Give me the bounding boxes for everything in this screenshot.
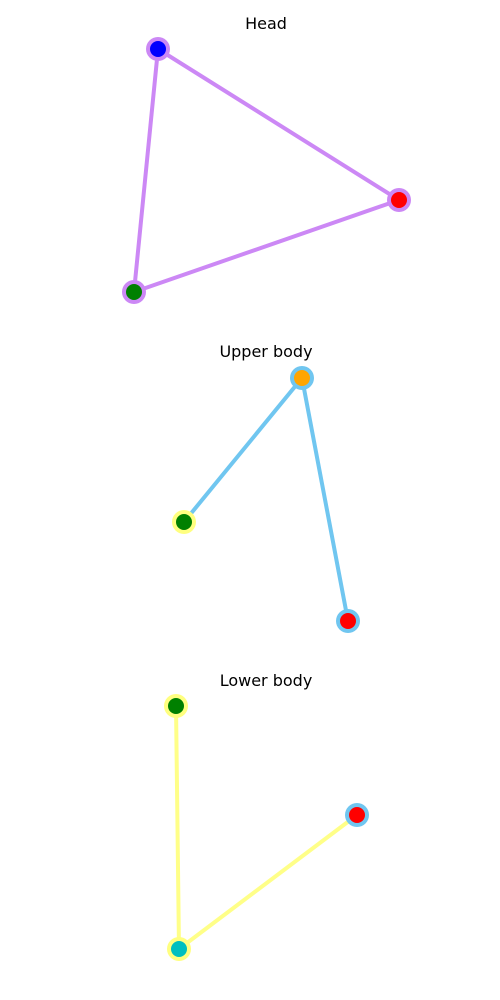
- panel-upper-body: Upper body: [172, 342, 360, 633]
- panel-lower-body: Lower body: [164, 671, 369, 961]
- panel-title-lower-body: Lower body: [220, 671, 313, 690]
- edge-head-blue-red: [156, 47, 401, 202]
- panel-title-upper-body: Upper body: [219, 342, 312, 361]
- edge-lower-red-cyan: [177, 813, 359, 951]
- edge-upper-orange-red: [300, 376, 350, 623]
- panel-title-head: Head: [245, 14, 287, 33]
- edge-head-blue-green: [132, 47, 160, 294]
- panel-head: Head: [122, 14, 411, 304]
- node-head-red: [387, 188, 411, 212]
- node-upper-green: [172, 510, 196, 534]
- edge-upper-orange-green: [182, 376, 304, 524]
- edge-head-red-green: [132, 198, 401, 294]
- node-lower-cyan: [167, 937, 191, 961]
- node-lower-red: [345, 803, 369, 827]
- node-head-green: [122, 280, 146, 304]
- edge-lower-green-cyan: [174, 704, 181, 951]
- node-lower-green: [164, 694, 188, 718]
- node-upper-orange: [290, 366, 314, 390]
- node-upper-red: [336, 609, 360, 633]
- node-head-blue: [146, 37, 170, 61]
